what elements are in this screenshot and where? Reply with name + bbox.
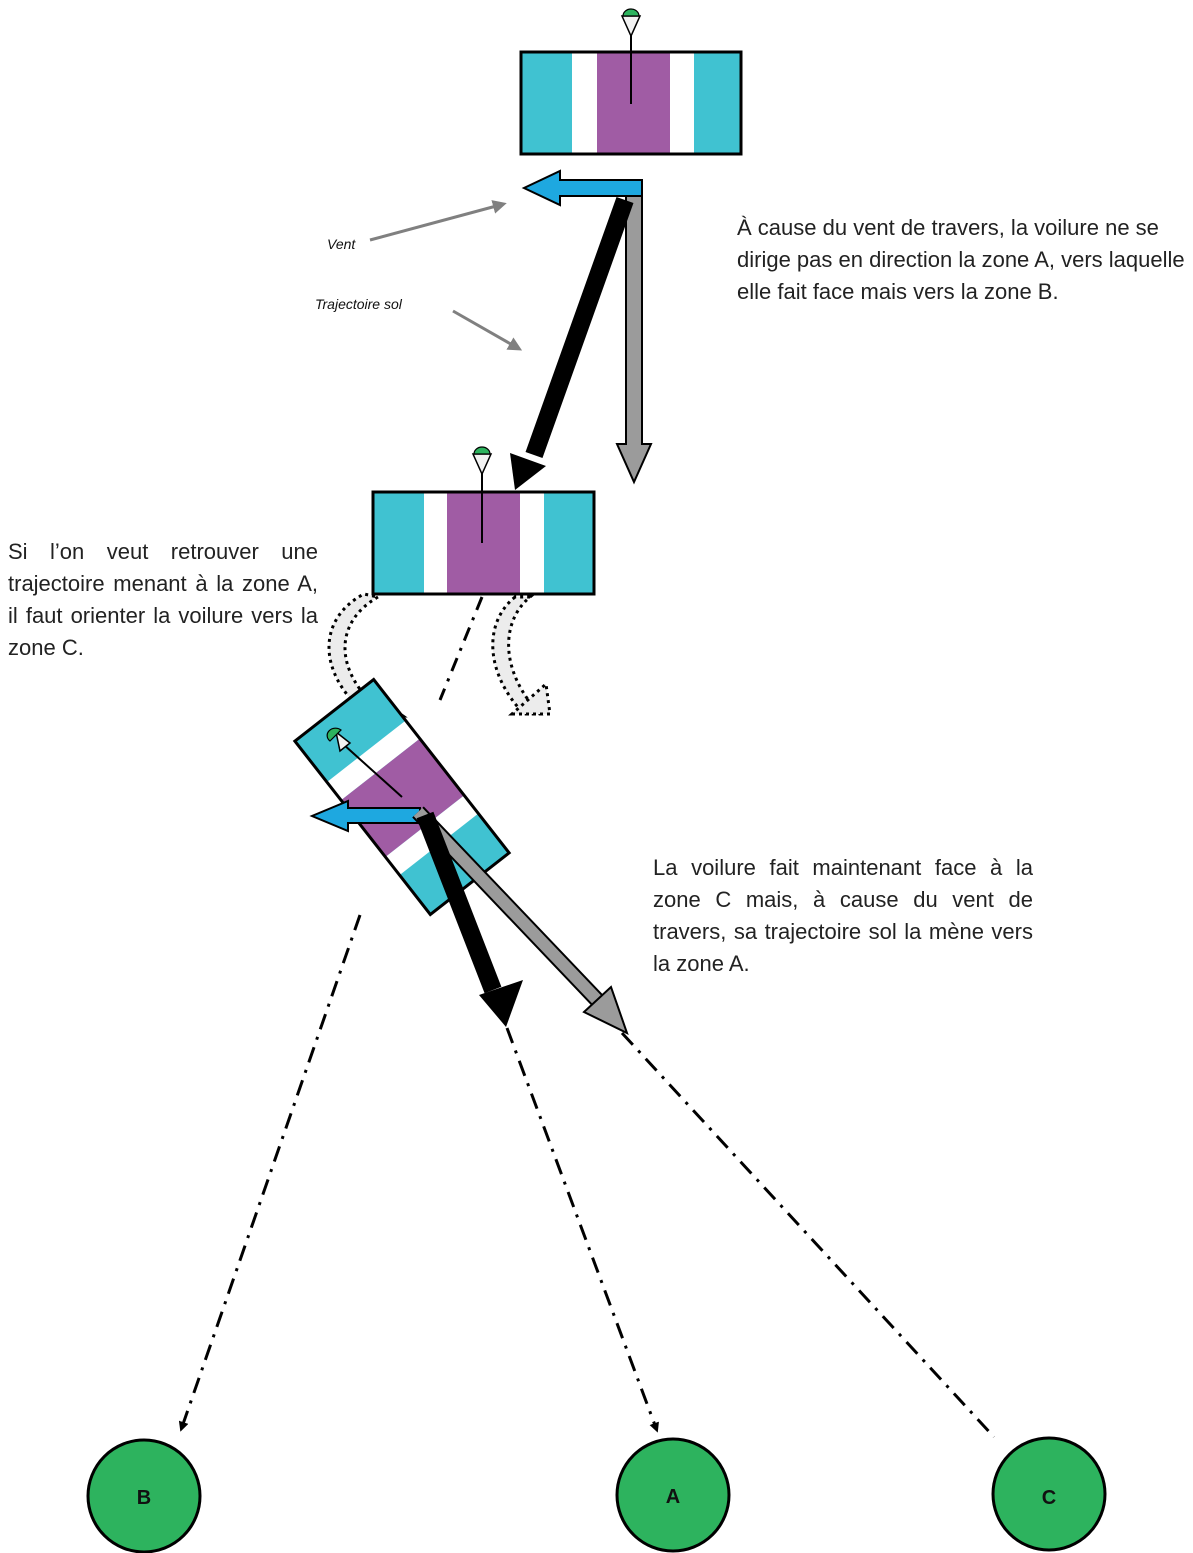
wind-label: Vent bbox=[327, 236, 356, 252]
jumper-icon bbox=[326, 727, 403, 798]
rotation-arrow-right bbox=[491, 595, 552, 716]
zone-b: B bbox=[86, 1438, 202, 1553]
wind-label-pointer bbox=[369, 200, 507, 242]
trajectory-to-c bbox=[620, 1031, 996, 1439]
track-label-pointer bbox=[452, 309, 523, 351]
trajectory-to-b bbox=[178, 914, 362, 1432]
trajectory-to-a bbox=[505, 1027, 659, 1433]
canopy-middle bbox=[371, 446, 596, 596]
heading-arrow-top bbox=[615, 195, 653, 485]
zone-c-label: C bbox=[1042, 1487, 1056, 1509]
ground-track-arrow-bottom bbox=[416, 811, 523, 1027]
ground-track-arrow-top bbox=[510, 196, 634, 490]
explanation-left: Si l’on veut retrouver une trajectoire m… bbox=[8, 539, 318, 660]
zone-b-label: B bbox=[137, 1487, 151, 1509]
jumper-icon bbox=[471, 446, 493, 543]
wind-arrow-bottom bbox=[309, 799, 421, 833]
explanation-top-right: À cause du vent de travers, la voilure n… bbox=[737, 215, 1185, 304]
zone-a-label: A bbox=[666, 1486, 680, 1508]
zone-c: C bbox=[991, 1436, 1107, 1552]
dash-line-middle bbox=[438, 596, 484, 701]
heading-arrow-bottom bbox=[412, 806, 629, 1035]
canopy-top bbox=[519, 8, 743, 156]
explanation-bottom-right: La voilure fait maintenant face à la zon… bbox=[653, 855, 1033, 976]
zone-a: A bbox=[615, 1437, 731, 1553]
ground-track-label: Trajectoire sol bbox=[315, 296, 402, 312]
jumper-icon bbox=[620, 8, 642, 104]
